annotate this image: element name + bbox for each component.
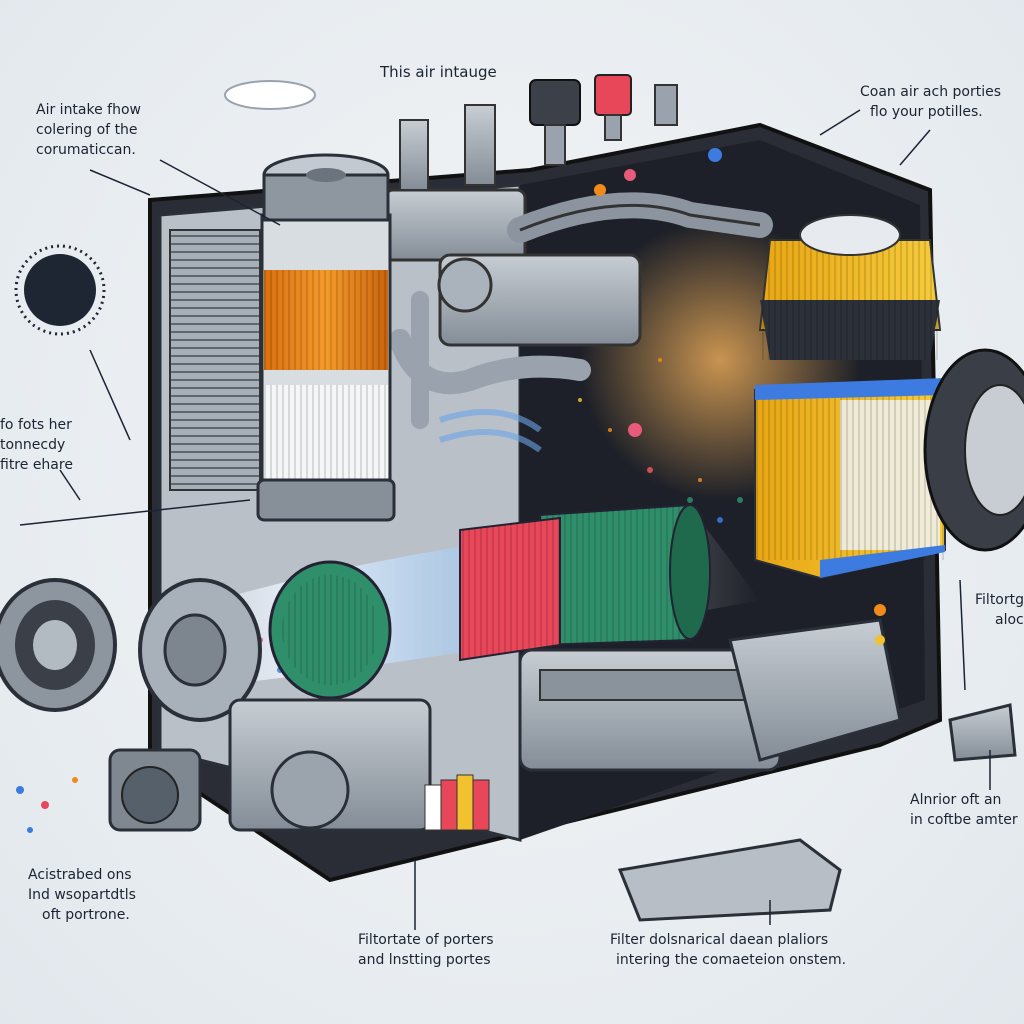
cylindrical-filter-row xyxy=(0,503,711,722)
label-top-left-line-1: Air intake fhow xyxy=(36,102,141,118)
label-left-middle-line-1: fo fots her xyxy=(0,417,72,433)
label-right-middle-line-2: aloc xyxy=(995,612,1024,628)
label-top-right: Coan air ach porties flo your potilles. xyxy=(860,82,1001,122)
label-bottom-center-line-2: and lnstting portes xyxy=(358,952,491,968)
label-left-middle-line-3: fitre ehare xyxy=(0,457,73,473)
label-left-middle-line-2: tonnecdy xyxy=(0,437,66,453)
label-top-center-text: This air intauge xyxy=(380,63,497,81)
wheel xyxy=(923,348,1024,552)
label-left-middle: fo fots her tonnecdy fitre ehare xyxy=(0,415,73,475)
cylinder-air-filter xyxy=(256,153,396,522)
lower-engine-parts xyxy=(108,618,1017,922)
label-right-middle: Filtortg aloc xyxy=(975,590,1024,630)
label-right-lower: Alnrior oft an in coftbe amter xyxy=(910,790,1018,830)
label-bottom-right-line-1: Filter dolsnarical daean plaliors xyxy=(610,932,829,948)
label-top-left-line-3: corumaticcan. xyxy=(36,142,136,158)
label-bottom-left-line-1: Acistrabed ons xyxy=(28,867,132,883)
label-right-lower-line-2: in coftbe amter xyxy=(910,812,1018,828)
label-bottom-left: Acistrabed ons Ind wsopartdtls oft portr… xyxy=(28,865,136,925)
leader-lines xyxy=(19,109,991,930)
label-top-left-line-2: colering of the xyxy=(36,122,138,138)
label-bottom-right: Filter dolsnarical daean plaliors interi… xyxy=(610,930,846,970)
particle-decorations xyxy=(14,80,886,833)
panel-air-filter xyxy=(754,214,946,580)
label-top-center: This air intauge xyxy=(380,62,497,82)
label-bottom-left-line-3: oft portrone. xyxy=(42,907,130,923)
label-bottom-center: Filtortate of porters and lnstting porte… xyxy=(358,930,494,970)
label-top-right-line-1: Coan air ach porties xyxy=(860,84,1002,100)
label-right-lower-line-1: Alnrior oft an xyxy=(910,792,1002,808)
engine-block xyxy=(383,74,773,429)
label-right-middle-line-1: Filtortg xyxy=(975,592,1024,608)
label-top-right-line-2: flo your potilles. xyxy=(870,104,983,120)
label-bottom-center-line-1: Filtortate of porters xyxy=(358,932,494,948)
label-top-left: Air intake fhow colering of the corumati… xyxy=(36,100,141,160)
label-bottom-left-line-2: Ind wsopartdtls xyxy=(28,887,136,903)
label-bottom-right-line-2: intering the comaeteion onstem. xyxy=(616,952,847,968)
